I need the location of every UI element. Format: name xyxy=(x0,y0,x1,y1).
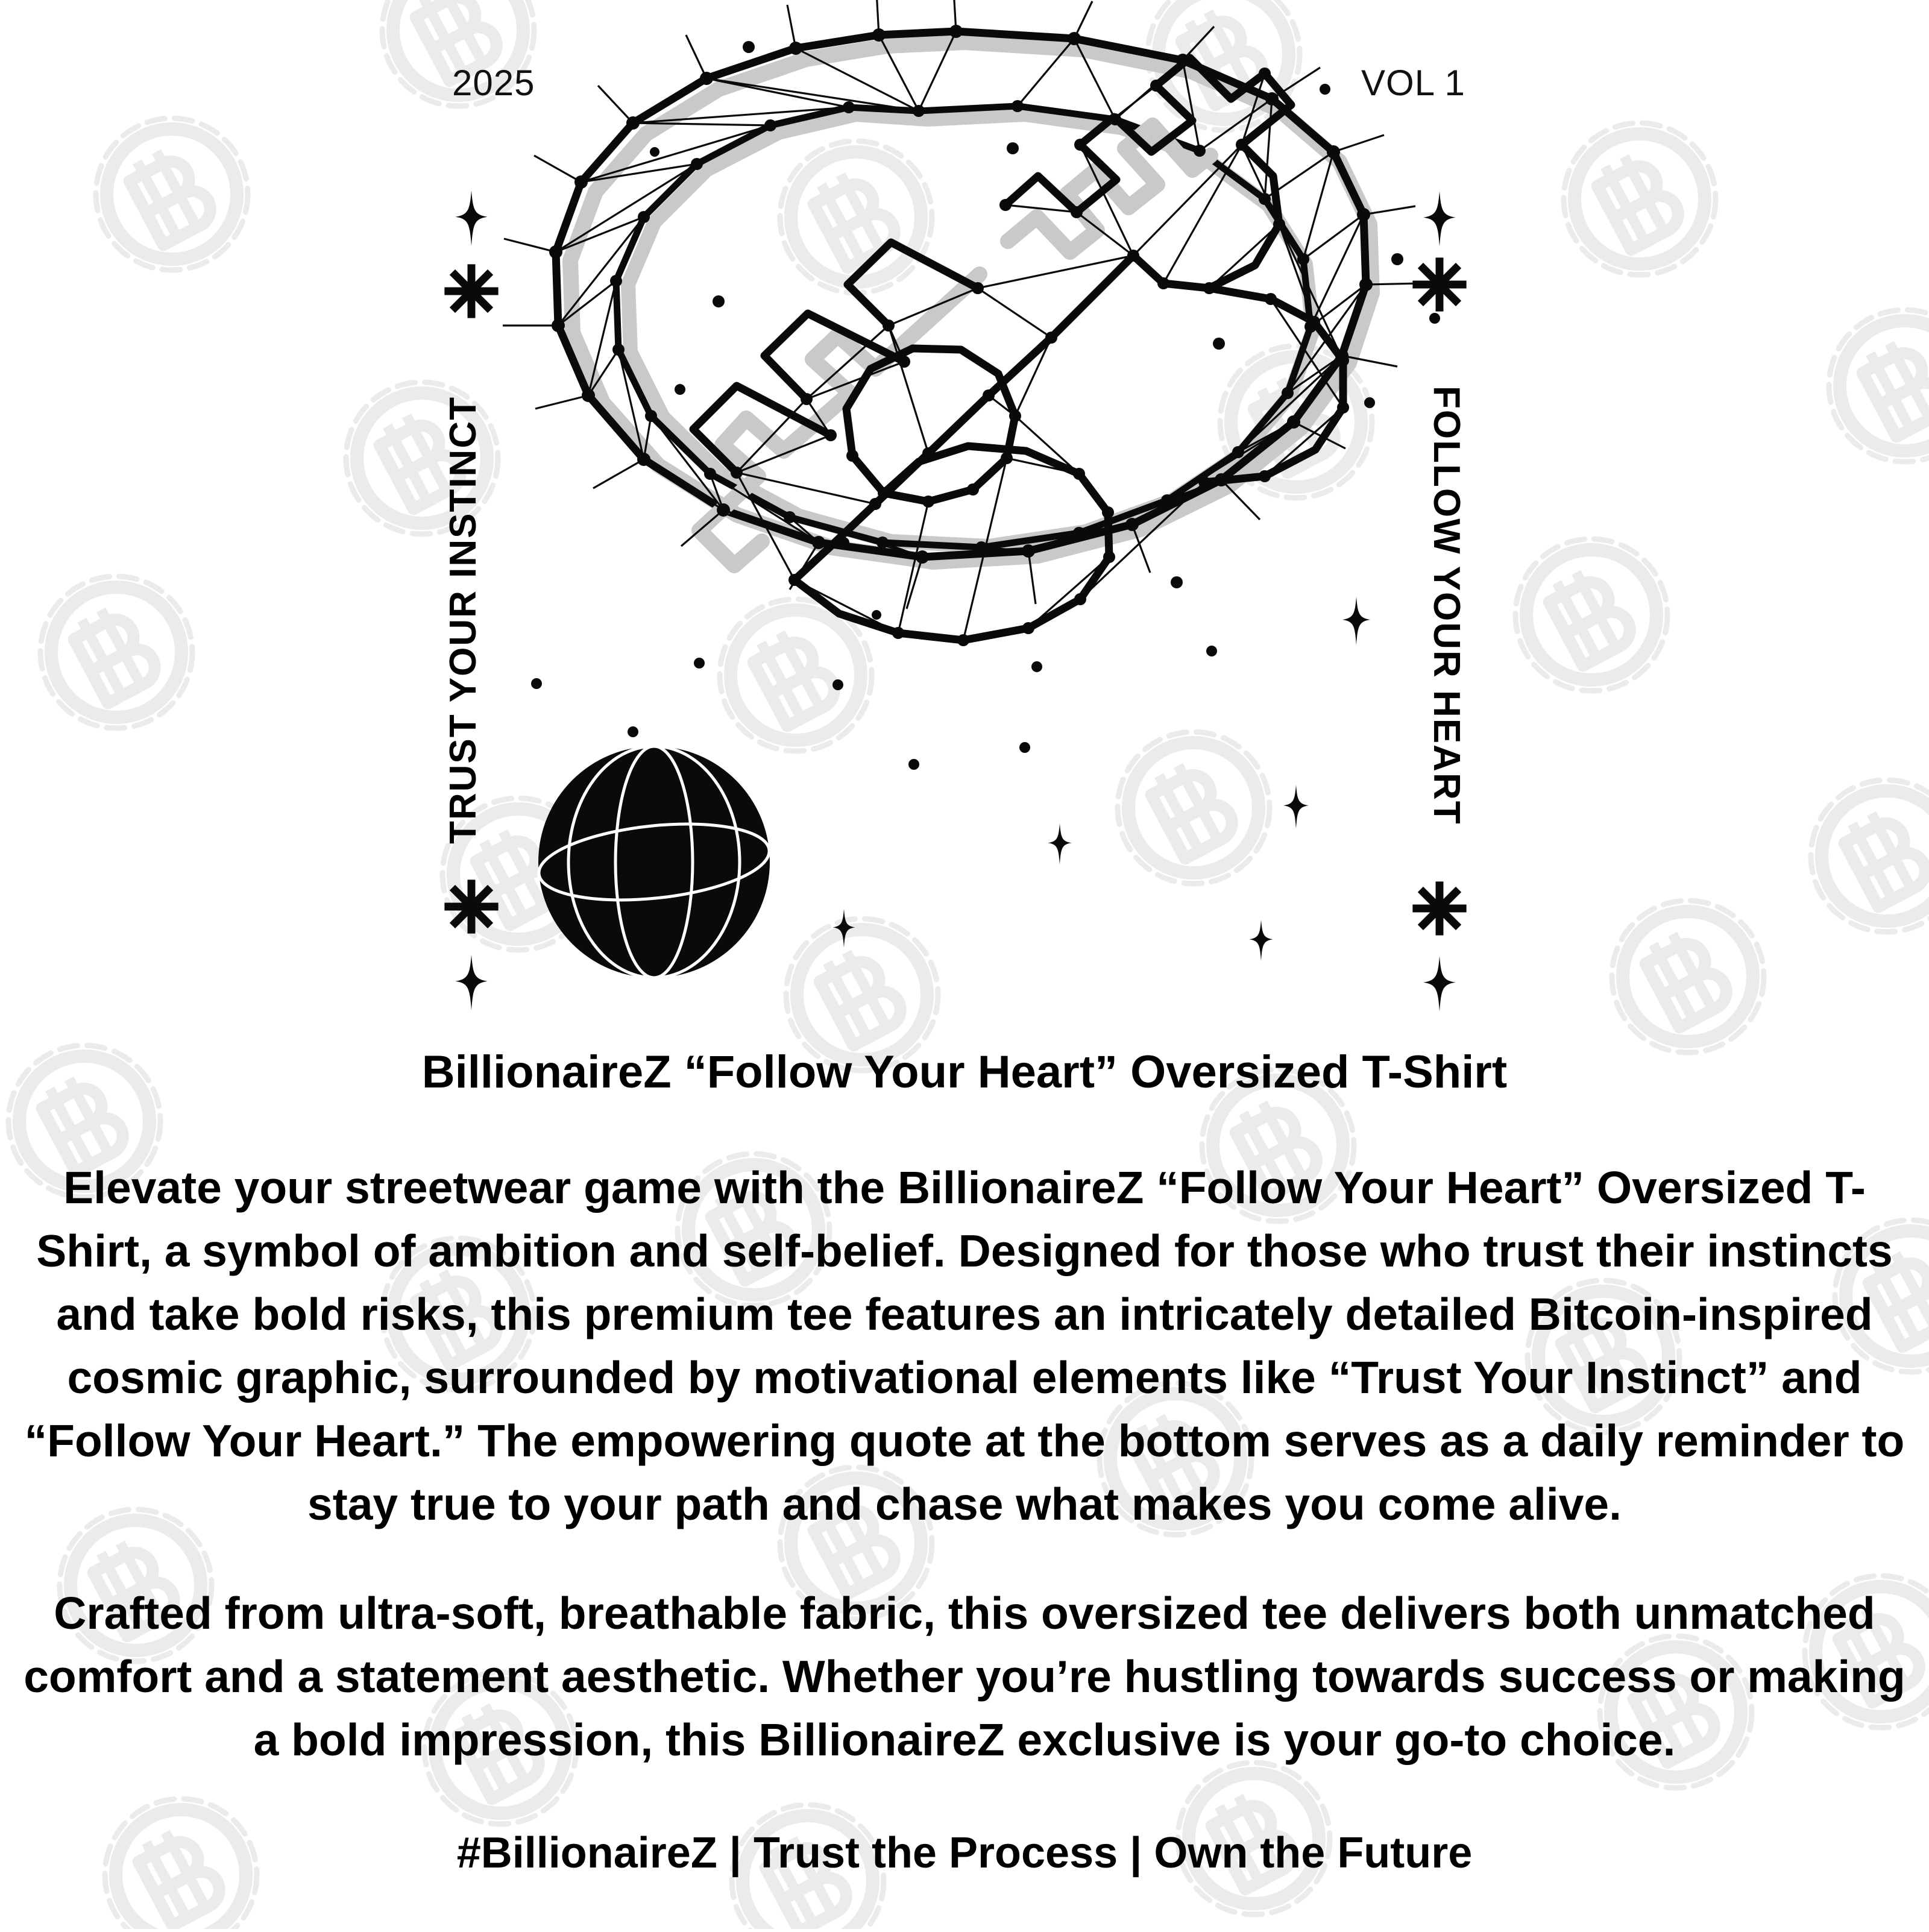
eight-spoke-asterisk-icon xyxy=(1412,257,1467,312)
slogan-trust-your-instinct: TRUST YOUR INSTINCT xyxy=(442,396,484,844)
wireframe-globe-icon xyxy=(537,744,771,980)
four-point-sparkle-icon xyxy=(1342,597,1371,645)
four-point-sparkle-icon xyxy=(1423,191,1456,247)
description-block: BillionaireZ “Follow Your Heart” Oversiz… xyxy=(0,1046,1929,1880)
four-point-sparkle-icon xyxy=(832,909,855,948)
slogan-follow-your-heart: FOLLOW YOUR HEART xyxy=(1426,386,1467,825)
eight-spoke-asterisk-icon xyxy=(1412,881,1467,936)
description-paragraph-2: Crafted from ultra-soft, breathable fabr… xyxy=(24,1588,1905,1766)
product-title: BillionaireZ “Follow Your Heart” Oversiz… xyxy=(421,1046,1508,1098)
four-point-sparkle-icon xyxy=(455,955,488,1010)
year-label: 2025 xyxy=(452,63,535,103)
four-point-sparkle-icon xyxy=(1249,920,1273,961)
brand-tagline: #BillionaireZ | Trust the Process | Own … xyxy=(456,1829,1473,1878)
volume-label: VOL 1 xyxy=(1361,63,1465,103)
four-point-sparkle-icon xyxy=(1423,956,1456,1012)
four-point-sparkle-icon xyxy=(455,190,488,246)
four-point-sparkle-icon xyxy=(1283,785,1309,828)
four-point-sparkle-icon xyxy=(1048,823,1072,864)
description-paragraph-1: Elevate your streetwear game with the Bi… xyxy=(24,1162,1905,1530)
eight-spoke-asterisk-icon xyxy=(444,879,499,934)
hero-artwork xyxy=(444,0,1467,1012)
eight-spoke-asterisk-icon xyxy=(444,264,499,318)
